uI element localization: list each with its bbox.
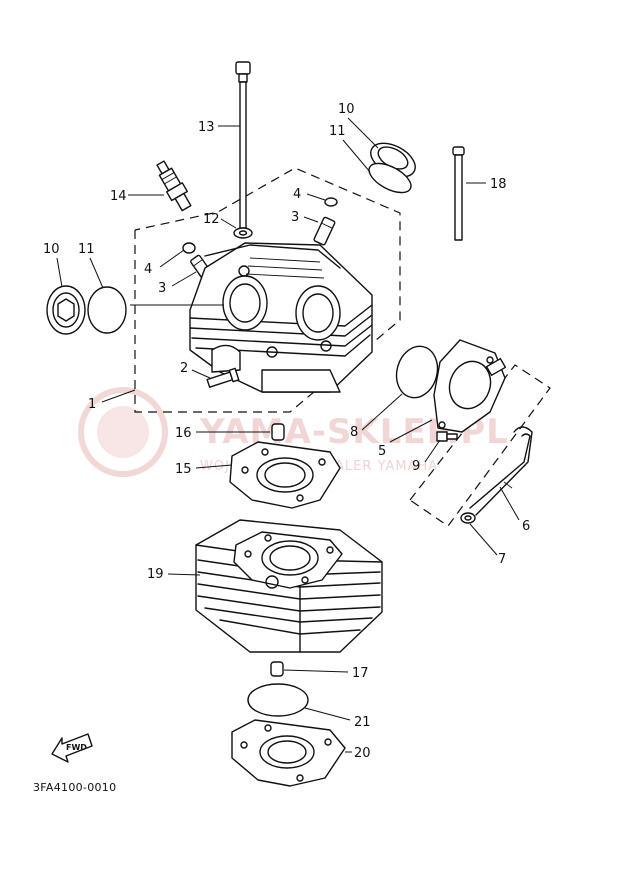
callout-21: 21	[354, 715, 371, 730]
watermark-logo	[78, 387, 168, 477]
part-11-o-ring-left	[87, 286, 127, 334]
callout-18: 18	[490, 177, 507, 192]
callout-labels: 13 14 12 4 3 10 11 4 3 10 11 18 1 2 8 5 …	[43, 102, 530, 761]
callout-1: 1	[88, 397, 96, 412]
part-15-head-gasket	[229, 441, 341, 509]
callout-10-left: 10	[43, 242, 60, 257]
callout-16: 16	[175, 426, 192, 441]
watermark-logo-inner	[97, 406, 149, 458]
part-5-breather-cover	[433, 339, 507, 433]
part-11-o-ring-top	[368, 162, 412, 194]
part-3-valve-guide-right	[313, 216, 336, 246]
part-1-cylinder-head	[189, 242, 373, 393]
assembly-boundaries	[134, 167, 551, 527]
callout-5: 5	[378, 444, 386, 459]
part-16-dowel-pin	[271, 423, 285, 441]
callout-19: 19	[147, 567, 164, 582]
callout-17: 17	[352, 666, 369, 681]
callout-7: 7	[498, 552, 506, 567]
part-6-breather-hose	[469, 426, 533, 516]
part-9-screw	[436, 431, 458, 442]
leader-lines	[56, 117, 520, 753]
part-8-o-ring	[395, 345, 439, 399]
callout-2: 2	[180, 361, 188, 376]
part-12-washer	[233, 227, 253, 239]
part-7-hose-clip	[460, 512, 476, 524]
callout-6: 6	[522, 519, 530, 534]
part-21-o-ring	[247, 683, 309, 717]
callout-8: 8	[350, 425, 358, 440]
callout-4-left: 4	[144, 262, 152, 277]
fwd-label: FWD	[66, 743, 87, 752]
part-19-cylinder	[195, 519, 383, 653]
diagram-code: 3FA4100-0010	[33, 781, 116, 794]
callout-11-top: 11	[329, 124, 346, 139]
forward-arrow-icon: FWD	[51, 733, 93, 763]
callout-9: 9	[412, 459, 420, 474]
part-4-valve-cotter-right	[324, 197, 338, 207]
callout-14: 14	[110, 189, 127, 204]
callout-13: 13	[198, 120, 215, 135]
cylinder-head-boundary	[134, 167, 401, 413]
breather-hose-boundary	[409, 364, 551, 527]
callout-20: 20	[354, 746, 371, 761]
part-13-stud-bolt	[235, 61, 251, 229]
part-2-bolt	[206, 367, 240, 388]
part-14-spark-plug	[156, 160, 192, 212]
callout-3-right: 3	[291, 210, 299, 225]
callout-4-right: 4	[293, 187, 301, 202]
callout-12: 12	[203, 212, 220, 227]
part-17-dowel-pin	[270, 661, 284, 677]
callout-15: 15	[175, 462, 192, 477]
part-4-valve-cotter-left	[182, 242, 196, 254]
callout-10-top: 10	[338, 102, 355, 117]
part-10-tappet-cover-left	[46, 285, 86, 335]
part-18-stud-bolt	[452, 146, 465, 241]
part-20-base-gasket	[231, 719, 346, 787]
callout-11-left: 11	[78, 242, 95, 257]
callout-3-left: 3	[158, 281, 166, 296]
